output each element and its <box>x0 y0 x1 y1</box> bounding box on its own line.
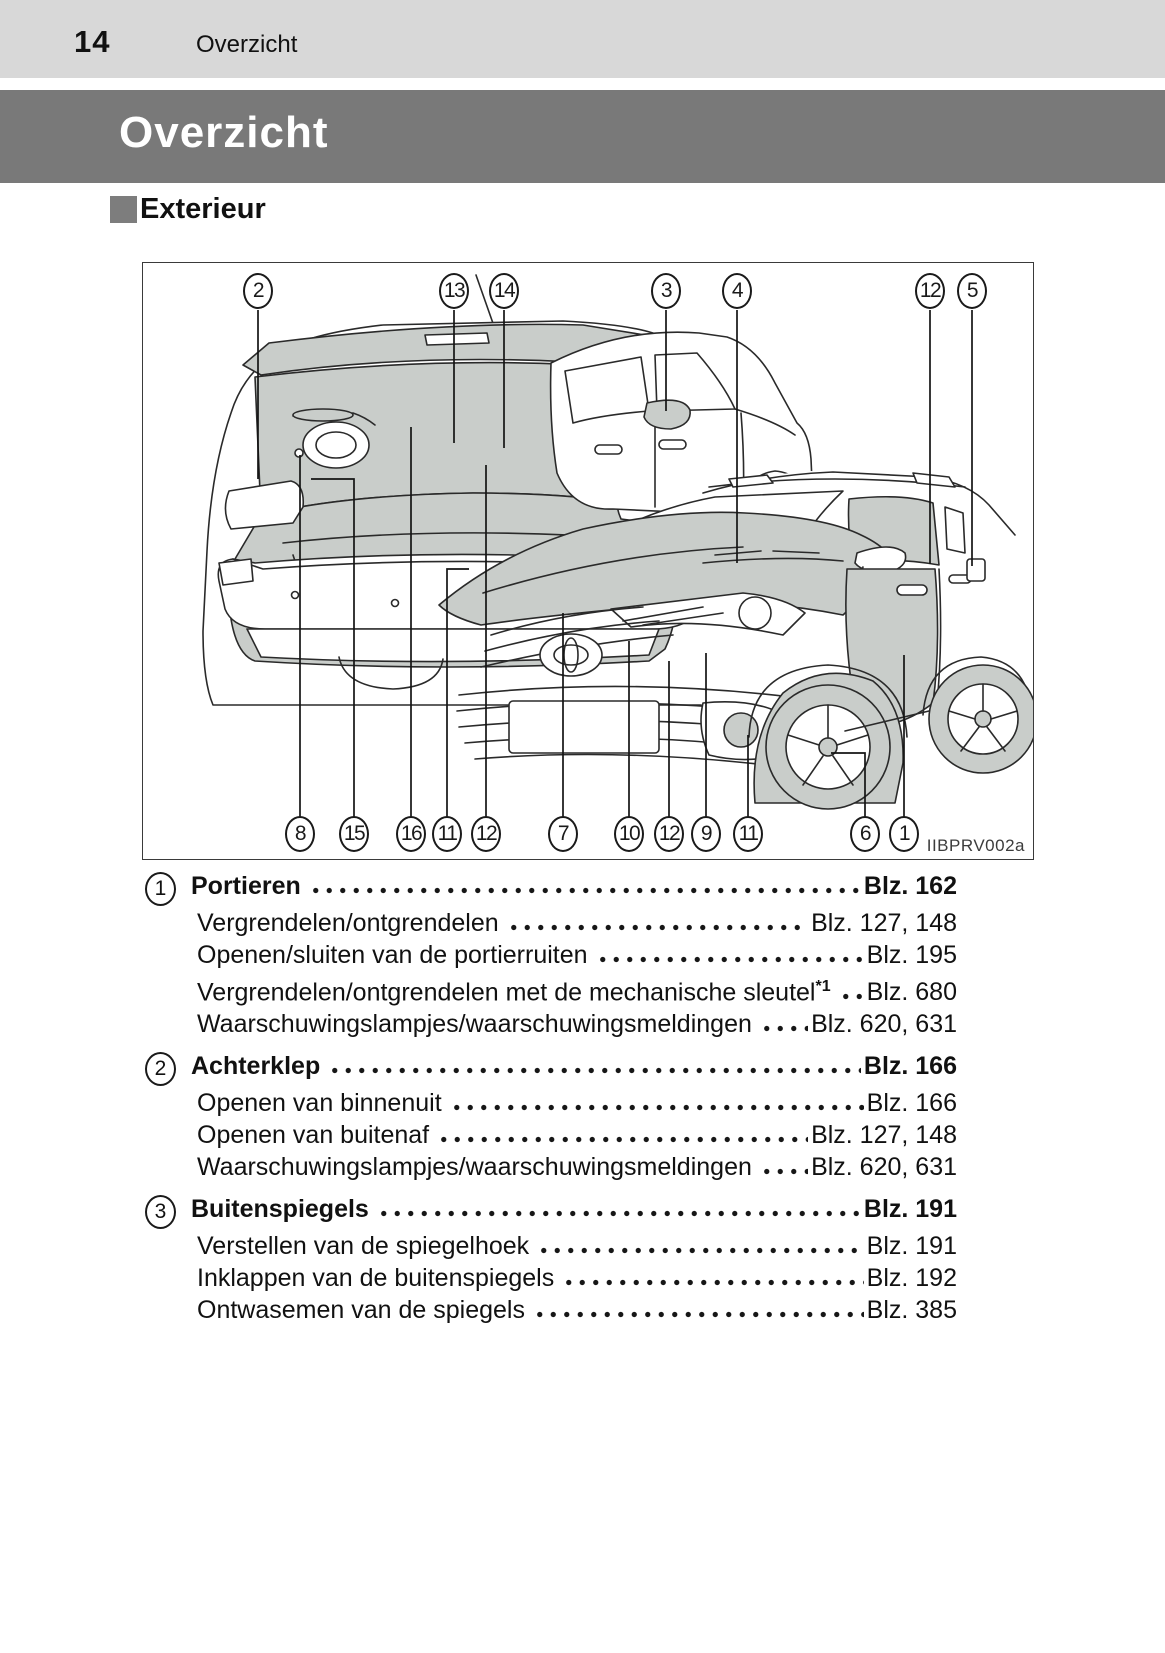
section-heading-label: Exterieur <box>140 193 266 225</box>
figure-callout: 12 <box>915 273 945 309</box>
toc-item-row: Vergrendelen/ontgrendelen met de mechani… <box>145 972 957 1007</box>
toc-item-label: Verstellen van de spiegelhoek <box>197 1232 530 1261</box>
toc-item-row: Vergrendelen/ontgrendelen Blz. 127, 148 <box>145 908 957 938</box>
figure-callout: 14 <box>489 273 519 309</box>
figure-callout: 7 <box>548 816 578 852</box>
contents-list: 1 Portieren Blz. 162 Vergrendelen/ontgre… <box>145 872 957 1325</box>
exterior-figure: 2 13 14 3 4 12 5 8 15 16 11 12 7 10 12 9… <box>142 262 1034 860</box>
dot-leader <box>449 1104 864 1112</box>
toc-item-label: Inklappen van de buitenspiegels <box>197 1264 555 1293</box>
toc-item-label: Openen van binnenuit <box>197 1089 442 1118</box>
toc-section-row: 3 Buitenspiegels Blz. 191 <box>145 1195 957 1230</box>
chapter-title: Overzicht <box>119 108 329 157</box>
page-reference: Blz. 192 <box>866 1264 957 1293</box>
page-reference: Blz. 191 <box>866 1232 957 1261</box>
page-reference: Blz. 195 <box>866 941 957 969</box>
toc-item-row: Openen van binnenuit Blz. 166 <box>145 1088 957 1118</box>
figure-callout: 9 <box>691 816 721 852</box>
chapter-banner: Overzicht <box>0 90 1165 183</box>
dot-leader <box>838 993 864 1001</box>
toc-item-label: Waarschuwingslampjes/waarschuwingsmeldin… <box>197 1010 752 1039</box>
toc-section-row: 1 Portieren Blz. 162 <box>145 872 957 906</box>
page-reference: Blz. 162 <box>863 872 957 900</box>
figure-callout: 1 <box>889 816 919 852</box>
dot-leader <box>308 887 861 894</box>
toc-item-label: Openen van buitenaf <box>197 1121 430 1150</box>
toc-item-label: Waarschuwingslampjes/waarschuwingsmeldin… <box>197 1153 752 1182</box>
toc-section-row: 2 Achterklep Blz. 166 <box>145 1052 957 1087</box>
header-section-label: Overzicht <box>196 31 298 58</box>
toc-item-row: Waarschuwingslampjes/waarschuwingsmeldin… <box>145 1152 957 1182</box>
dot-leader <box>328 1067 861 1075</box>
toc-item-row: Verstellen van de spiegelhoek Blz. 191 <box>145 1231 957 1261</box>
toc-item-row: Inklappen van de buitenspiegels Blz. 192 <box>145 1263 957 1293</box>
figure-callout: 6 <box>850 816 880 852</box>
toc-item-row: Waarschuwingslampjes/waarschuwingsmeldin… <box>145 1009 957 1039</box>
figure-callout: 10 <box>614 816 644 852</box>
circled-number: 3 <box>145 1195 176 1230</box>
figure-callout: 12 <box>654 816 684 852</box>
page-reference: Blz. 680 <box>866 978 957 1007</box>
toc-item-label: Vergrendelen/ontgrendelen met de mechani… <box>197 978 831 1007</box>
figure-callout: 4 <box>722 273 752 309</box>
car-diagram <box>202 274 1033 817</box>
page-reference: Blz. 385 <box>866 1296 957 1325</box>
figure-callout: 3 <box>651 273 681 309</box>
toc-section-title: Buitenspiegels <box>191 1195 369 1224</box>
toc-item-label: Openen/sluiten van de portierruiten <box>197 941 588 969</box>
figure-code: IIBPRV002a <box>926 836 1025 855</box>
toc-section-title: Portieren <box>191 872 301 900</box>
dot-leader <box>376 1210 861 1218</box>
dot-leader <box>759 1168 809 1176</box>
dot-leader <box>759 1025 809 1033</box>
figure-callout: 11 <box>733 816 763 852</box>
page-reference: Blz. 166 <box>863 1052 957 1081</box>
page-reference: Blz. 127, 148 <box>811 909 957 937</box>
section-square-icon <box>110 196 137 223</box>
page-reference: Blz. 620, 631 <box>811 1010 957 1039</box>
toc-item-label: Vergrendelen/ontgrendelen <box>197 909 499 937</box>
figure-callout: 16 <box>396 816 426 852</box>
toc-section-title: Achterklep <box>191 1052 321 1081</box>
page-reference: Blz. 191 <box>863 1195 957 1224</box>
figure-callout: 15 <box>339 816 369 852</box>
figure-callout: 12 <box>471 816 501 852</box>
page-number: 14 <box>74 24 111 59</box>
toc-item-row: Openen/sluiten van de portierruiten Blz.… <box>145 940 957 970</box>
figure-callout: 13 <box>439 273 469 309</box>
dot-leader <box>537 1247 864 1255</box>
dot-leader <box>562 1279 864 1287</box>
figure-callout: 5 <box>957 273 987 309</box>
section-heading: Exterieur <box>110 193 266 226</box>
dot-leader <box>595 956 864 963</box>
page-header: 14 Overzicht <box>0 0 1165 78</box>
circled-number: 2 <box>145 1052 176 1087</box>
dot-leader <box>437 1136 809 1144</box>
figure-callout: 8 <box>285 816 315 852</box>
page-reference: Blz. 127, 148 <box>811 1121 957 1150</box>
toc-item-row: Ontwasemen van de spiegels Blz. 385 <box>145 1295 957 1325</box>
figure-callout: 11 <box>432 816 462 852</box>
circled-number: 1 <box>145 872 176 906</box>
toc-item-label: Ontwasemen van de spiegels <box>197 1296 525 1325</box>
page-reference: Blz. 166 <box>866 1089 957 1118</box>
figure-callout: 2 <box>243 273 273 309</box>
dot-leader <box>506 924 809 931</box>
toc-item-row: Openen van buitenaf Blz. 127, 148 <box>145 1120 957 1150</box>
dot-leader <box>532 1311 864 1319</box>
page-reference: Blz. 620, 631 <box>811 1153 957 1182</box>
footnote-marker: *1 <box>815 978 831 995</box>
